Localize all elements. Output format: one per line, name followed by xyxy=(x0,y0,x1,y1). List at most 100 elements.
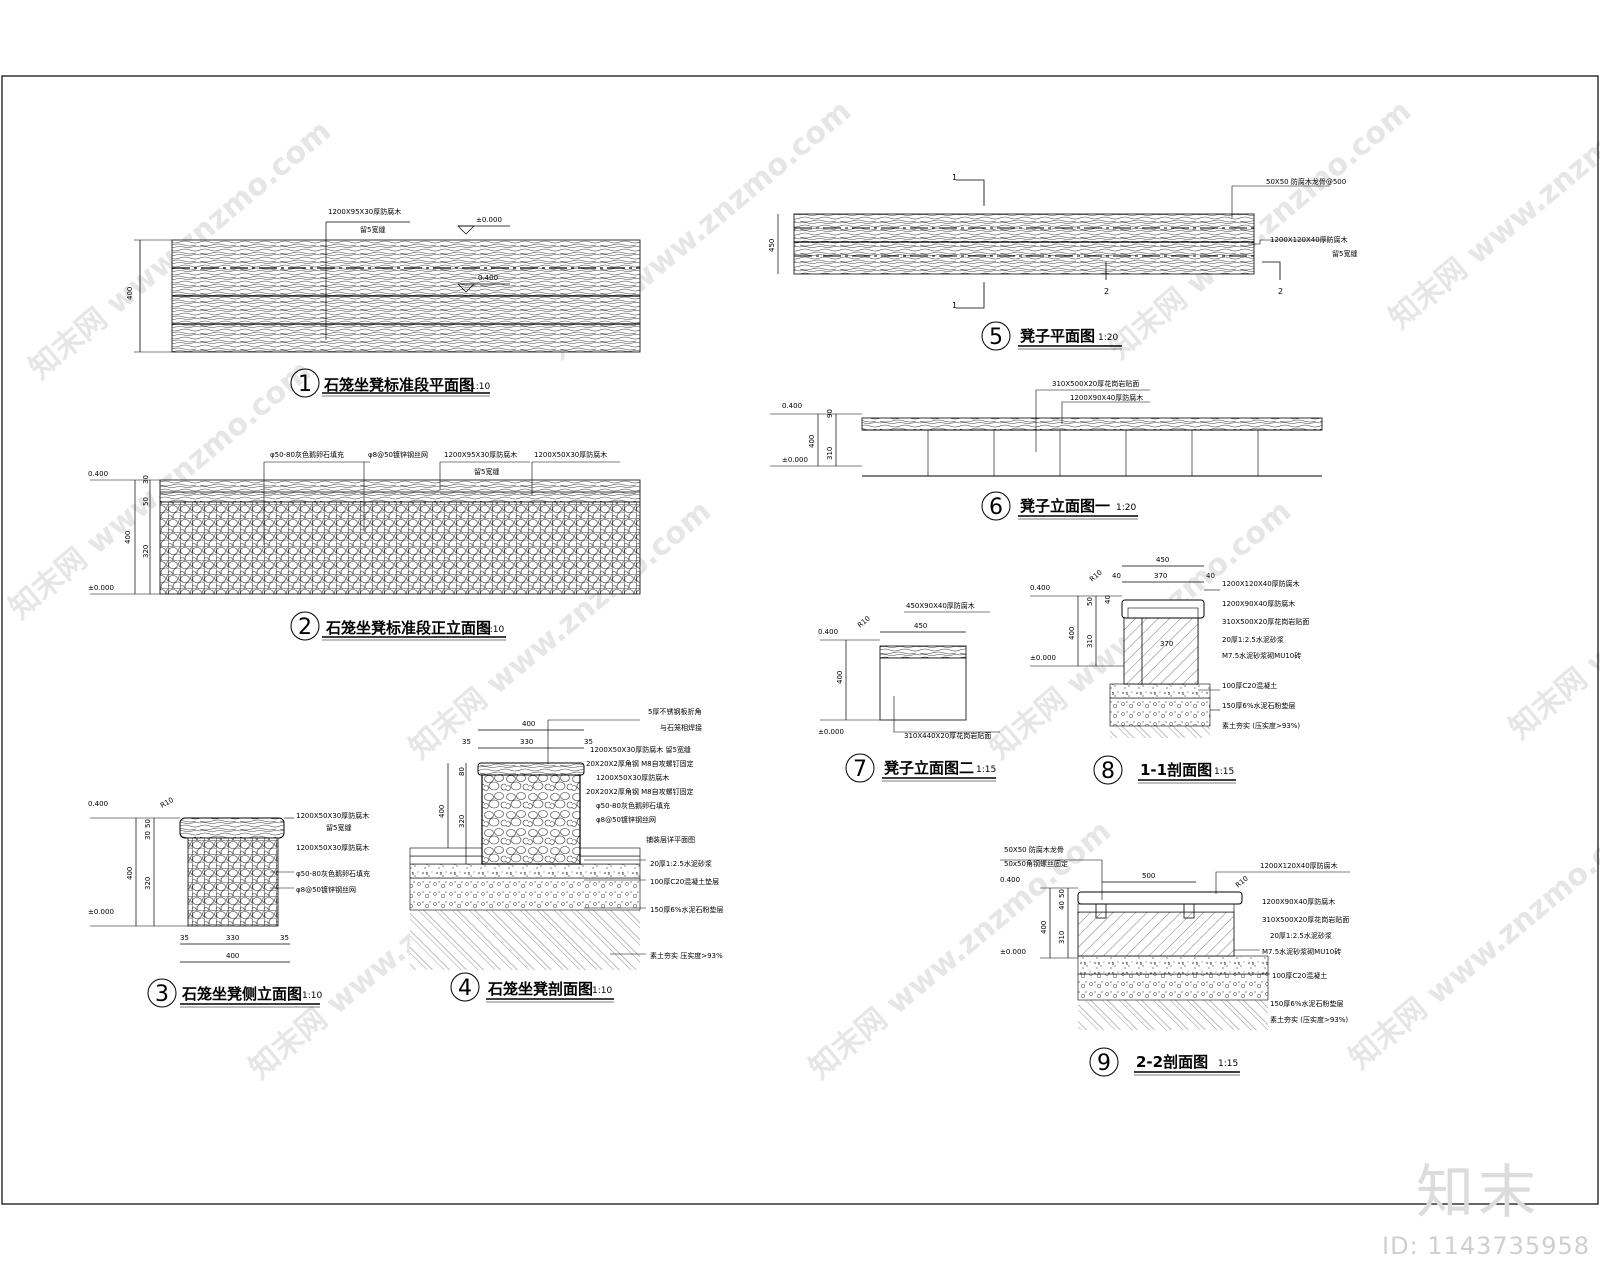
drawing-6-elevation: 0.400 ±0.000 90 400 310 310X500X20厚花岗岩贴面… xyxy=(770,379,1323,521)
d9-dim-r: R10 xyxy=(1234,875,1250,890)
d4-note-9: 20厚1:2.5水泥砂浆 xyxy=(650,859,712,868)
drawing-9-section: 0.400 ±0.000 50 40 400 310 500 R10 50X50… xyxy=(1000,845,1350,1077)
d4-note-11: 150厚6%水泥石粉垫层 xyxy=(650,905,723,914)
sheet-border xyxy=(1,75,1599,1205)
d9-dim-400: 400 xyxy=(1040,921,1048,934)
d1-note-1: 留5宽缝 xyxy=(360,225,385,234)
d9-level-0: 0.400 xyxy=(1000,876,1020,884)
d7-level-1: ±0.000 xyxy=(818,728,844,736)
d5-cut-2: 2 xyxy=(1104,287,1109,296)
d9-note-0: 50X50 防腐木龙骨 xyxy=(1004,845,1064,854)
d5-note-0: 50X50 防腐木龙骨@500 xyxy=(1266,177,1346,186)
d2-note-0: φ50-80灰色鹅卵石填充 xyxy=(270,450,344,459)
d2-dim-2: 400 xyxy=(124,531,132,544)
d3-dim-r: R10 xyxy=(159,796,175,810)
d6-level-0: 0.400 xyxy=(782,402,802,410)
d8-dim-40a: 40 xyxy=(1112,572,1121,580)
d9-note-4: 310X500X20厚花岗岩贴面 xyxy=(1262,915,1349,924)
drawing-3-side: 0.400 ±0.000 R10 50 30 400 320 35 330 35… xyxy=(88,796,370,1008)
watermark-text: 知末网 www.znzmo.com xyxy=(1383,64,1600,337)
d1-level-1: 0.400 xyxy=(478,274,498,282)
d4-dim-400v: 400 xyxy=(438,805,446,818)
d5-cut-0: 1 xyxy=(952,173,957,182)
d9-level-1: ±0.000 xyxy=(1000,948,1026,956)
d3-note-1: 留5宽缝 xyxy=(326,823,351,832)
d2-note-1: φ8@50镀锌钢丝网 xyxy=(368,450,428,459)
d6-dim-90: 90 xyxy=(826,409,834,418)
d7-note-1: 310X440X20厚花岗岩贴面 xyxy=(904,731,991,740)
d6-number: 6 xyxy=(989,495,1003,520)
d5-scale: 1:20 xyxy=(1098,333,1118,343)
d8-note-7: 素土夯实 (压实度>93%) xyxy=(1222,721,1300,730)
d9-note-5: 20厚1:2.5水泥砂浆 xyxy=(1270,931,1332,940)
d7-dim-450: 450 xyxy=(914,622,927,630)
brand-logo: 知末 xyxy=(1415,1158,1540,1226)
d5-cut-3: 2 xyxy=(1278,287,1283,296)
d2-title: 石笼坐凳标准段正立面图 xyxy=(325,619,491,637)
d4-note-12: 素土夯实 压实度>93% xyxy=(650,951,723,960)
d3-note-4: φ8@50镀锌钢丝网 xyxy=(296,885,356,894)
d4-note-0: 5厚不锈钢板折角 xyxy=(648,707,701,716)
d8-dim-400: 400 xyxy=(1068,627,1076,640)
d3-note-2: 1200X50X30厚防腐木 xyxy=(296,843,369,852)
d4-note-1: 与石笼相焊接 xyxy=(660,723,702,732)
d7-level-0: 0.400 xyxy=(818,628,838,636)
image-id-label: ID: 1143735958 xyxy=(1382,1232,1590,1260)
d9-note-7: 100厚C20混凝土 xyxy=(1272,971,1327,980)
drawing-4-section: 400 35 330 35 80 400 320 5厚不锈钢板折角 与石笼相焊接… xyxy=(409,707,723,1003)
d8-dim-50: 50 xyxy=(1086,597,1094,606)
d5-dim: 450 xyxy=(768,239,776,252)
d3-number: 3 xyxy=(155,982,169,1007)
d7-dim-r: R10 xyxy=(856,615,872,630)
d6-note-1: 1200X90X40厚防腐木 xyxy=(1070,393,1143,402)
d8-dim-40b: 40 xyxy=(1206,572,1215,580)
d9-dim-310: 310 xyxy=(1058,931,1066,944)
drawing-1-plan: 400 1200X95X30厚防腐木 留5宽缝 ±0.000 0.400 1 石… xyxy=(126,207,641,398)
d5-number: 5 xyxy=(989,325,1003,350)
d3-note-3: φ50-80灰色鹅卵石填充 xyxy=(296,869,370,878)
d9-dim-500: 500 xyxy=(1142,872,1155,880)
d4-title: 石笼坐凳剖面图 xyxy=(487,980,593,998)
drawing-7-elevation: 0.400 ±0.000 400 R10 450 450X90X40厚防腐木 3… xyxy=(818,601,1000,783)
d9-note-1: 50x50角钢螺丝固定 xyxy=(1004,859,1068,868)
d8-note-6: 150厚6%水泥石粉垫层 xyxy=(1222,701,1295,710)
d9-note-6: M7.5水泥砂浆砌MU10砖 xyxy=(1262,947,1341,956)
drawing-5-plan: 450 1 1 2 2 50X50 防腐木龙骨@500 1200X120X40厚… xyxy=(768,173,1357,351)
d2-dim-3: 320 xyxy=(142,545,150,558)
d9-note-3: 1200X90X40厚防腐木 xyxy=(1262,897,1335,906)
d2-level-0: 0.400 xyxy=(88,470,108,478)
watermark-text: 知末网 www.znzmo.com xyxy=(1343,804,1600,1077)
d8-dim-370: 370 xyxy=(1154,572,1167,580)
d3-scale: 1:10 xyxy=(302,991,322,1001)
d4-note-7: φ8@50镀锌钢丝网 xyxy=(596,815,656,824)
d6-note-0: 310X500X20厚花岗岩贴面 xyxy=(1052,379,1139,388)
d4-note-3: 20X20X2厚角钢 M8自攻螺钉固定 xyxy=(586,759,694,768)
d7-title: 凳子立面图二 xyxy=(884,759,974,777)
d3-dim-400: 400 xyxy=(126,867,134,880)
d8-dim-370i: 370 xyxy=(1160,640,1173,648)
d3-dim-330: 330 xyxy=(226,934,239,942)
d8-level-1: ±0.000 xyxy=(1030,654,1056,662)
d7-scale: 1:15 xyxy=(976,765,996,775)
d9-scale: 1:15 xyxy=(1218,1059,1238,1069)
d8-level-0: 0.400 xyxy=(1030,584,1050,592)
d2-dim-0: 30 xyxy=(142,475,150,484)
d4-dim-80: 80 xyxy=(458,767,466,776)
d4-note-4: 1200X50X30厚防腐木 xyxy=(596,773,669,782)
d3-dim-30: 30 xyxy=(144,831,152,840)
d4-note-2: 1200X50X30厚防腐木 留5宽缝 xyxy=(590,745,691,754)
d8-number: 8 xyxy=(1101,759,1115,784)
d3-dim-320: 320 xyxy=(144,877,152,890)
d1-level-0: ±0.000 xyxy=(476,216,502,224)
d4-number: 4 xyxy=(458,976,472,1001)
d9-dim-40: 40 xyxy=(1058,901,1066,910)
d3-level-0: 0.400 xyxy=(88,800,108,808)
d6-level-1: ±0.000 xyxy=(782,456,808,464)
d8-scale: 1:15 xyxy=(1214,767,1234,777)
d8-title: 1-1剖面图 xyxy=(1140,761,1212,779)
d8-dim-40v: 40 xyxy=(1104,595,1112,604)
d7-note-0: 450X90X40厚防腐木 xyxy=(906,601,975,610)
d9-note-9: 素土夯实 (压实度>93%) xyxy=(1270,1015,1348,1024)
d6-scale: 1:20 xyxy=(1116,503,1136,513)
